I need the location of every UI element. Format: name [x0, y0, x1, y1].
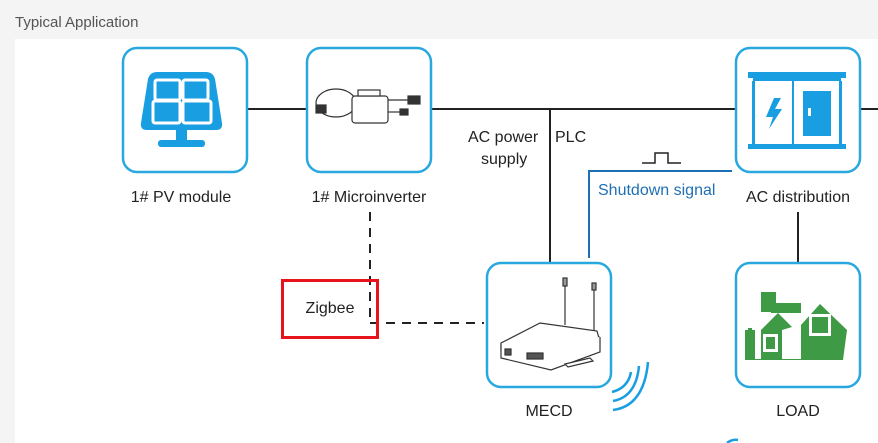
solar-cells: [151, 78, 213, 125]
microinverter-label: 1# Microinverter: [311, 189, 427, 206]
shutdown-signal-label: Shutdown signal: [598, 182, 716, 199]
shutdown-signal-line: [588, 170, 732, 258]
load-label: LOAD: [776, 403, 820, 420]
house-icon: [745, 292, 847, 360]
zigbee-label: Zigbee: [305, 300, 355, 317]
zigbee-link: [369, 212, 484, 324]
section-title: Typical Application: [15, 14, 139, 31]
microinverter-icon: [315, 88, 421, 124]
pulse-icon: [642, 152, 681, 164]
wireless-signal-icon: [611, 361, 739, 443]
ac-bus-lines: [247, 108, 878, 263]
ac-distribution-icon: [748, 72, 846, 149]
pv-module-label: 1# PV module: [130, 189, 232, 206]
supply-label: supply: [481, 151, 528, 168]
mecd-label: MECD: [525, 403, 573, 420]
plc-label: PLC: [555, 129, 587, 146]
ac-distribution-label: AC distribution: [745, 189, 851, 206]
zigbee-highlight-box: [281, 279, 379, 339]
mecd-device-icon: [500, 277, 601, 371]
ac-power-label: AC power: [468, 129, 539, 146]
